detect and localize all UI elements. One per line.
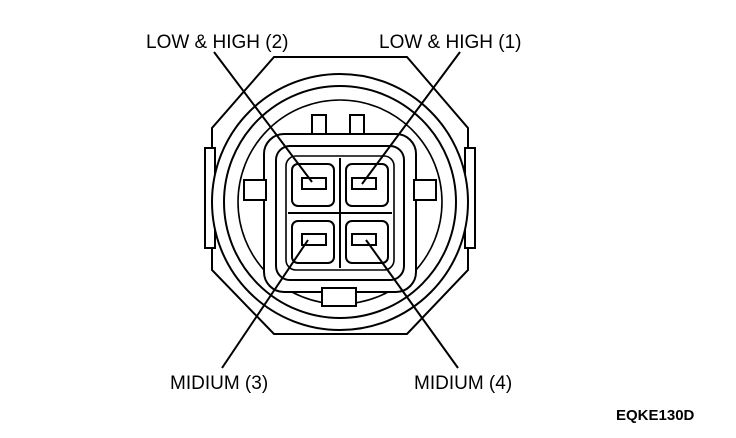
leader-pin-2	[213, 51, 313, 183]
pin-cell-1	[345, 163, 389, 207]
label-pin-2: LOW & HIGH (2)	[146, 32, 289, 53]
pin-cell-3	[291, 220, 335, 264]
leader-pin-1	[361, 51, 461, 185]
pin-4	[351, 233, 377, 246]
pin-2	[301, 177, 327, 190]
figure-code: EQKE130D	[616, 407, 695, 424]
pin-cell-2	[291, 163, 335, 207]
label-pin-4: MIDIUM (4)	[414, 373, 512, 394]
connector-cavity	[285, 155, 395, 271]
middle-ring	[223, 85, 457, 319]
label-pin-1: LOW & HIGH (1)	[379, 32, 522, 53]
pin-cell-4	[345, 220, 389, 264]
label-pin-3: MIDIUM (3)	[170, 373, 268, 394]
leader-pin-4	[365, 239, 459, 369]
pin-1	[351, 177, 377, 190]
housing-key-bottom	[321, 287, 357, 307]
connector-housing-inner	[275, 145, 405, 281]
housing-key-right	[413, 179, 437, 201]
leader-pin-3	[221, 239, 309, 369]
pin-3	[301, 233, 327, 246]
housing-key-left	[243, 179, 267, 201]
